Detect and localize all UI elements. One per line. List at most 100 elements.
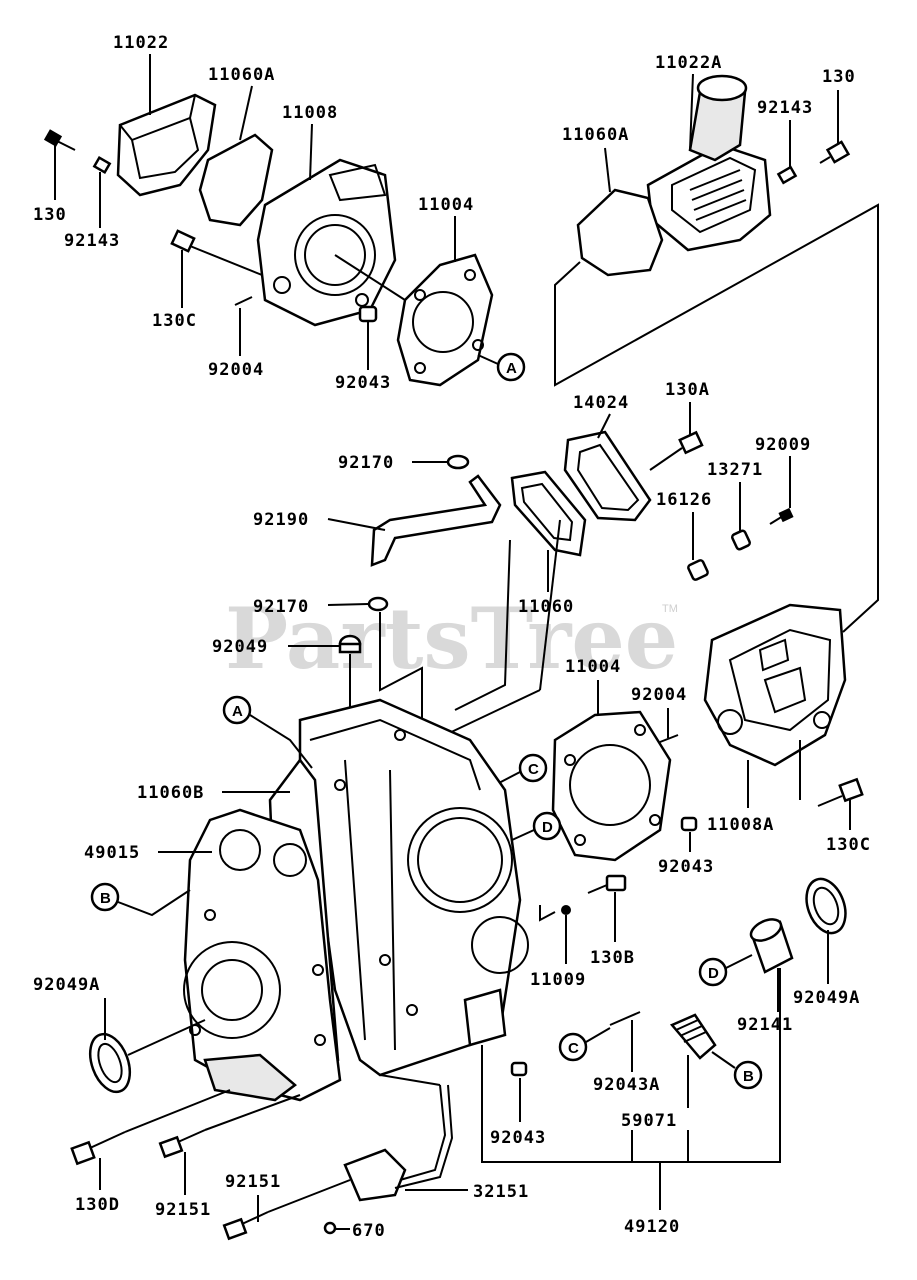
part-label-92049A-left[interactable]: 92049A <box>33 975 100 995</box>
part-label-92143-left[interactable]: 92143 <box>64 231 120 251</box>
part-label-92049A-right[interactable]: 92049A <box>793 988 860 1008</box>
bolt-130B <box>587 874 627 894</box>
part-label-92141[interactable]: 92141 <box>737 1015 793 1035</box>
callout-C-bottom[interactable] <box>558 1032 588 1062</box>
part-label-11022A[interactable]: 11022A <box>655 53 722 73</box>
callout-D-bottom-label: D <box>708 965 719 982</box>
filter-59071 <box>669 1013 717 1060</box>
callout-C-mid-label: C <box>528 761 539 778</box>
part-label-14024[interactable]: 14024 <box>573 393 629 413</box>
part-label-130A[interactable]: 130A <box>665 380 710 400</box>
part-label-59071[interactable]: 59071 <box>621 1111 677 1131</box>
callout-A-top[interactable] <box>496 352 526 382</box>
part-label-11060A-right[interactable]: 11060A <box>562 125 629 145</box>
callout-B-case-label: B <box>100 890 111 907</box>
watermark: PartsTree <box>225 589 678 688</box>
part-label-11004-top[interactable]: 11004 <box>418 195 474 215</box>
callout-D-bottom[interactable] <box>698 957 728 987</box>
part-label-92004-right[interactable]: 92004 <box>631 685 687 705</box>
part-label-11022[interactable]: 11022 <box>113 33 169 53</box>
cylinder-left <box>256 158 397 327</box>
pin-92143-right <box>776 165 798 185</box>
part-label-32151[interactable]: 32151 <box>473 1182 529 1202</box>
part-label-13271[interactable]: 13271 <box>707 460 763 480</box>
head-gasket-mid <box>551 710 672 862</box>
part-label-92004-left[interactable]: 92004 <box>208 360 264 380</box>
plug-11009 <box>561 905 571 915</box>
part-label-92043A[interactable]: 92043A <box>593 1075 660 1095</box>
part-label-130C-left[interactable]: 130C <box>152 311 197 331</box>
part-label-16126[interactable]: 16126 <box>656 490 712 510</box>
pin-92143-left <box>92 155 112 175</box>
stud-92043A <box>609 1011 641 1026</box>
part-label-92151-b[interactable]: 92151 <box>225 1172 281 1192</box>
part-label-92143-right[interactable]: 92143 <box>757 98 813 118</box>
part-label-11060A-left[interactable]: 11060A <box>208 65 275 85</box>
part-label-670[interactable]: 670 <box>352 1221 386 1241</box>
part-label-130B[interactable]: 130B <box>590 948 635 968</box>
dowel-92043-top <box>358 305 378 323</box>
part-label-11009[interactable]: 11009 <box>530 970 586 990</box>
hose-92190 <box>370 474 502 567</box>
part-label-92190[interactable]: 92190 <box>253 510 309 530</box>
part-label-130D[interactable]: 130D <box>75 1195 120 1215</box>
callout-B-bottom-label: B <box>743 1068 754 1085</box>
part-label-92170-top[interactable]: 92170 <box>338 453 394 473</box>
bolt-92009 <box>769 507 794 525</box>
rocker-cover-gasket-left <box>198 133 274 227</box>
bolt-92151-b <box>222 1211 269 1241</box>
callout-A-case-label: A <box>232 703 243 720</box>
bolt-130D <box>70 1131 126 1166</box>
part-label-11008A[interactable]: 11008A <box>707 815 774 835</box>
part-label-130C-right[interactable]: 130C <box>826 835 871 855</box>
part-label-92009[interactable]: 92009 <box>755 435 811 455</box>
head-gasket-top <box>396 253 494 387</box>
breather-gasket-right <box>576 188 664 277</box>
dowel-92004-left <box>234 296 253 306</box>
part-label-130-left[interactable]: 130 <box>33 205 67 225</box>
part-label-11004-mid[interactable]: 11004 <box>565 657 621 677</box>
part-label-49015[interactable]: 49015 <box>84 843 140 863</box>
bolt-130C-left <box>170 229 263 276</box>
cylinder-head-right <box>703 603 847 767</box>
callout-A-top-label: A <box>506 360 517 377</box>
pipe-32151 <box>343 1084 454 1202</box>
callout-D-mid[interactable] <box>532 811 562 841</box>
callout-C-bottom-label: C <box>568 1040 579 1057</box>
watermark-trademark: TM <box>662 603 678 615</box>
bolt-130C-right <box>817 777 864 807</box>
part-label-92049[interactable]: 92049 <box>212 637 268 657</box>
part-label-92151-a[interactable]: 92151 <box>155 1200 211 1220</box>
bolt-130-left <box>43 129 76 151</box>
breather-cover-right <box>646 74 772 252</box>
pin-92043-bottom <box>510 1061 528 1077</box>
callout-B-case[interactable] <box>90 882 120 912</box>
bushing-92141 <box>749 918 794 974</box>
oil-seal-92049A-left <box>88 1032 132 1094</box>
clamp-92170-mid <box>367 596 389 612</box>
part-label-92043-top[interactable]: 92043 <box>335 373 391 393</box>
part-label-92043-right[interactable]: 92043 <box>658 857 714 877</box>
part-label-11060[interactable]: 11060 <box>518 597 574 617</box>
part-label-92043-bottom[interactable]: 92043 <box>490 1128 546 1148</box>
part-label-92170-mid[interactable]: 92170 <box>253 597 309 617</box>
part-label-49120[interactable]: 49120 <box>624 1217 680 1237</box>
bolt-130A <box>649 430 704 471</box>
callout-D-mid-label: D <box>542 819 553 836</box>
cap-92049 <box>338 634 362 654</box>
gasket-11060 <box>510 470 587 557</box>
callout-B-bottom[interactable] <box>733 1060 763 1090</box>
part-label-11008[interactable]: 11008 <box>282 103 338 123</box>
oil-seal-92049A-right <box>805 877 847 935</box>
part-label-130-right[interactable]: 130 <box>822 67 856 87</box>
part-label-11060B[interactable]: 11060B <box>137 783 204 803</box>
callout-A-case[interactable] <box>222 695 252 725</box>
dowel-92004-right <box>659 734 679 743</box>
clamp-92170-top <box>446 454 470 470</box>
crankcase-main <box>298 698 529 1077</box>
valve-cover-14024 <box>563 430 652 522</box>
callout-C-mid[interactable] <box>518 753 548 783</box>
oring-670 <box>323 1221 337 1235</box>
